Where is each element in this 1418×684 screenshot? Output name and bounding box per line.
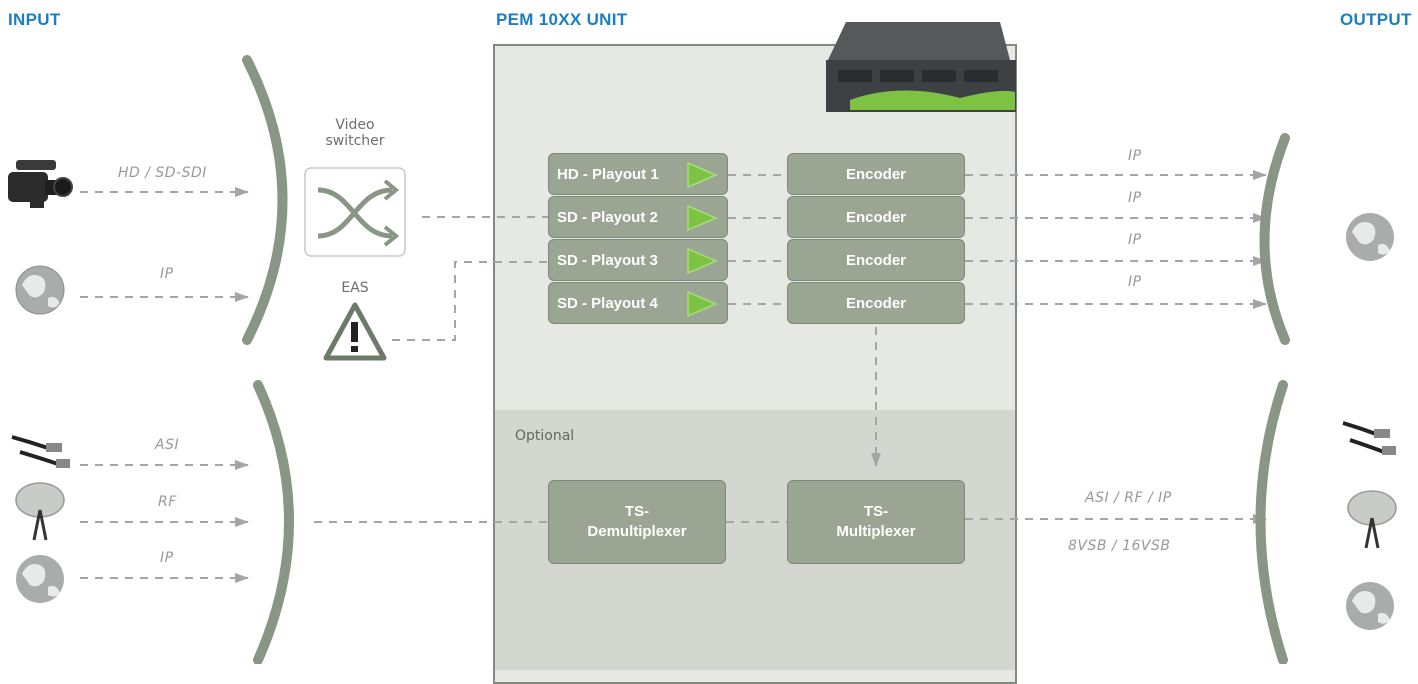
- video-switcher-label: Video switcher: [318, 117, 392, 149]
- play-triangle-icon: [687, 247, 718, 275]
- switch-arrows-icon: [304, 167, 406, 257]
- demux-line1: TS-: [624, 503, 650, 520]
- encoder-box-3: Encoder: [787, 239, 965, 281]
- output-label-ip-1: IP: [1128, 148, 1142, 164]
- globe-icon: [16, 555, 64, 603]
- bracket-output-top: [1259, 133, 1290, 345]
- encoder-box-4: Encoder: [787, 282, 965, 324]
- connector-layer: [8, 22, 1397, 664]
- unit-header: PEM 10XX UNIT: [496, 10, 628, 29]
- bracket-input-top: [242, 55, 288, 345]
- play-triangle-icon: [687, 204, 718, 232]
- optional-label: Optional: [515, 428, 575, 444]
- mux-line2: Multiplexer: [836, 523, 916, 540]
- video-switcher-line2: switcher: [325, 133, 385, 149]
- line-eas-playout3: [392, 261, 548, 341]
- mux-line1: TS-: [863, 503, 889, 520]
- bracket-input-bottom: [253, 380, 294, 664]
- playout-label: HD - Playout 1: [557, 165, 659, 183]
- globe-icon: [1346, 213, 1394, 261]
- playout-box-2: SD - Playout 2: [548, 196, 728, 238]
- video-switcher-line1: Video: [335, 117, 375, 133]
- play-triangle-icon: [687, 290, 718, 318]
- bnc-cable-icon: [11, 435, 70, 468]
- warning-triangle-icon: [323, 302, 387, 361]
- output-label-ip-4: IP: [1128, 274, 1142, 290]
- satellite-dish-icon: [15, 482, 65, 541]
- satellite-dish-icon: [1347, 490, 1397, 549]
- playout-box-4: SD - Playout 4: [548, 282, 728, 324]
- encoder-box-1: Encoder: [787, 153, 965, 195]
- bracket-output-bottom: [1255, 380, 1288, 664]
- output-label-asi-rf-ip: ASI / RF / IP: [1085, 490, 1172, 506]
- playout-label: SD - Playout 4: [557, 294, 658, 312]
- input-label-asi: ASI: [155, 437, 180, 453]
- globe-icon: [15, 265, 65, 315]
- input-label-ip-2: IP: [160, 550, 174, 566]
- camera-icon: [8, 160, 73, 208]
- playout-box-1: HD - Playout 1: [548, 153, 728, 195]
- output-label-ip-2: IP: [1128, 190, 1142, 206]
- input-label-hd-sdi: HD / SD-SDI: [118, 165, 207, 181]
- output-header: OUTPUT: [1340, 10, 1412, 29]
- ts-multiplexer-box: TS- Multiplexer: [787, 480, 965, 564]
- playout-box-3: SD - Playout 3: [548, 239, 728, 281]
- playout-label: SD - Playout 2: [557, 208, 658, 226]
- output-label-ip-3: IP: [1128, 232, 1142, 248]
- play-triangle-icon: [687, 161, 718, 189]
- input-header: INPUT: [8, 10, 61, 29]
- globe-icon: [1346, 582, 1394, 630]
- output-label-vsb: 8VSB / 16VSB: [1068, 538, 1171, 554]
- input-label-ip: IP: [160, 266, 174, 282]
- encoder-box-2: Encoder: [787, 196, 965, 238]
- playout-label: SD - Playout 3: [557, 251, 658, 269]
- ts-demultiplexer-box: TS- Demultiplexer: [548, 480, 726, 564]
- eas-label: EAS: [341, 280, 369, 296]
- bnc-cable-icon: [1342, 421, 1396, 455]
- input-label-rf: RF: [158, 494, 177, 510]
- demux-line2: Demultiplexer: [587, 523, 687, 540]
- server-rack-icon: [826, 22, 1016, 112]
